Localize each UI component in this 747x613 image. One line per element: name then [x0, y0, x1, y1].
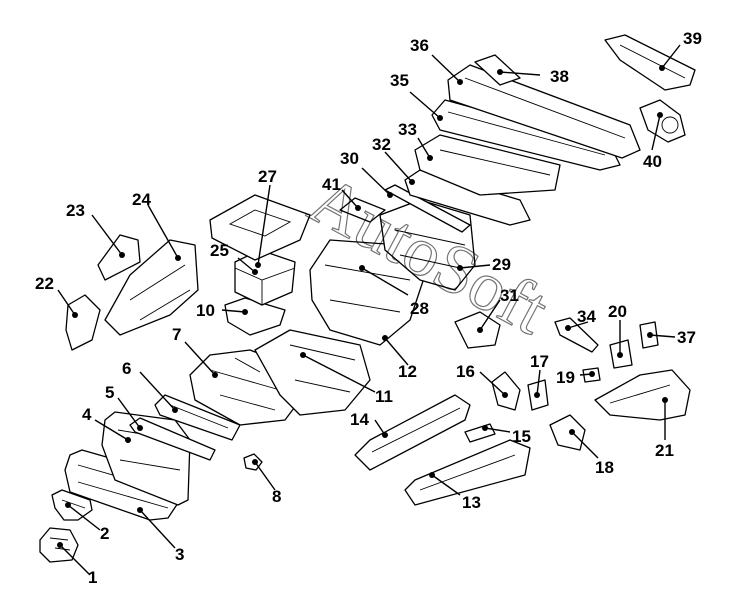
callout-7: 7	[172, 325, 181, 344]
part-21-rear-member	[594, 369, 691, 421]
part-5-cross-rail	[129, 417, 216, 461]
callout-18: 18	[595, 458, 614, 477]
part-14-sill-right	[354, 394, 471, 471]
callout-2: 2	[100, 524, 109, 543]
callout-29: 29	[492, 255, 511, 274]
part-35-cowl-top	[431, 99, 621, 171]
callout-5: 5	[105, 383, 114, 402]
callout-14: 14	[350, 410, 369, 429]
callout-8: 8	[272, 487, 281, 506]
callout-13: 13	[462, 493, 481, 512]
part-24-wheel-arch	[104, 239, 199, 336]
leader-lines	[57, 44, 681, 576]
callout-28: 28	[410, 299, 429, 318]
part-22-mount	[65, 294, 101, 351]
callout-22: 22	[35, 274, 54, 293]
callout-25: 25	[210, 241, 229, 260]
part-23-bracket	[97, 234, 141, 281]
part-30-strip	[384, 184, 471, 233]
callout-37: 37	[677, 328, 696, 347]
part-18-support	[549, 414, 586, 451]
callout-11: 11	[375, 387, 393, 406]
callout-6: 6	[122, 359, 131, 378]
callout-33: 33	[398, 120, 417, 139]
part-11-floor-panel	[254, 329, 371, 416]
callout-27: 27	[258, 167, 277, 186]
callout-38: 38	[550, 67, 569, 86]
callout-4: 4	[82, 405, 92, 424]
callout-20: 20	[608, 302, 627, 321]
callout-1: 1	[88, 568, 97, 587]
part-36-windshield-frame	[447, 64, 641, 159]
callout-31: 31	[500, 286, 519, 305]
callout-3: 3	[175, 545, 184, 564]
callout-35: 35	[390, 71, 409, 90]
callout-10: 10	[196, 301, 215, 320]
callout-24: 24	[132, 190, 151, 209]
part-10-battery-tray	[224, 297, 286, 336]
callout-numbers: 1 2 3 4 5 6 7 8 10 11 12 13 14 15 16 17 …	[35, 29, 702, 587]
callout-39: 39	[683, 29, 702, 48]
part-25-battery	[234, 249, 296, 306]
part-41-panel	[339, 197, 386, 223]
callout-16: 16	[456, 362, 475, 381]
callout-17: 17	[530, 352, 549, 371]
callout-30: 30	[340, 149, 359, 168]
part-39-wiper-linkage	[604, 34, 696, 91]
callout-23: 23	[66, 201, 85, 220]
part-16-bracket	[491, 371, 521, 411]
callout-34: 34	[577, 307, 596, 326]
callout-40: 40	[643, 152, 662, 171]
part-33-cowl-panel	[414, 134, 561, 196]
part-13-sill-left	[404, 439, 531, 506]
part-15-small-bracket	[464, 423, 496, 443]
part-38-wiper-cover	[474, 54, 521, 86]
part-2-bracket	[51, 489, 93, 521]
callout-21: 21	[655, 441, 674, 460]
callout-32: 32	[372, 135, 391, 154]
part-12-tunnel	[309, 239, 426, 346]
callout-15: 15	[512, 427, 531, 446]
callout-12: 12	[398, 362, 417, 381]
callout-19: 19	[556, 368, 575, 387]
callout-36: 36	[410, 36, 429, 55]
callout-41: 41	[322, 175, 341, 194]
part-27-battery-holder	[209, 194, 311, 261]
part-40-wiper-motor	[639, 99, 686, 143]
